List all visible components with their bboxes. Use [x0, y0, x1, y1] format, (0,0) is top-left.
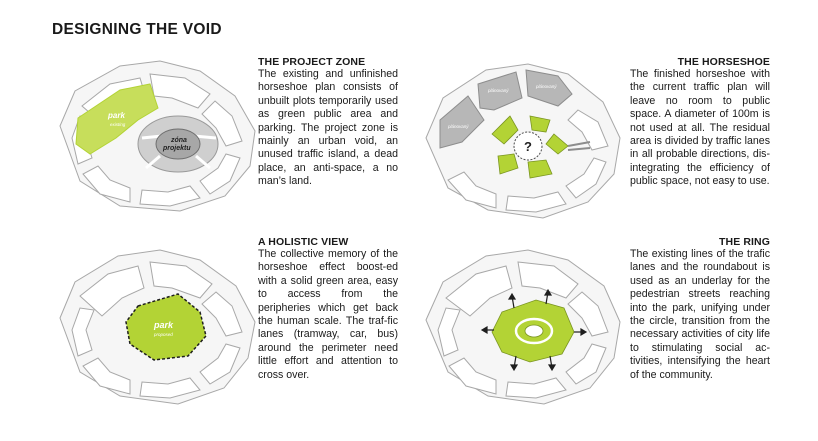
residual-green-5	[527, 159, 553, 179]
residual-green-2	[529, 115, 551, 133]
residual-green-3	[545, 133, 569, 155]
residual-green-1	[491, 115, 519, 145]
park-label: park	[107, 111, 125, 120]
project-zone-text: The existing and unfinished horseshoe pl…	[258, 68, 398, 188]
holistic-diagram: park proposed	[59, 249, 256, 405]
planned-label-2: plánovaný	[487, 88, 509, 93]
ring-diagram	[425, 249, 621, 405]
project-zone-heading: THE PROJECT ZONE	[258, 56, 366, 68]
ring-heading: THE RING	[719, 236, 770, 248]
project-zone-core	[155, 128, 201, 160]
planned-building-3	[525, 69, 573, 107]
existing-park-area	[75, 83, 159, 155]
proposed-park-area	[125, 293, 207, 361]
unused-circle	[513, 131, 543, 161]
horseshoe-heading: THE HORSESHOE	[677, 56, 770, 68]
project-zone-diagram: park existing zóna projektu	[59, 60, 256, 212]
holistic-heading: A HOLISTIC VIEW	[258, 236, 349, 248]
planned-building-2	[477, 71, 523, 111]
park-sub-label: existing	[110, 122, 126, 127]
horseshoe-diagram: plánovaný plánovaný plánovaný ?	[425, 63, 621, 219]
question-mark: ?	[524, 139, 532, 154]
planned-label-1: plánovaný	[447, 124, 469, 129]
zone-label-line2: projektu	[162, 145, 191, 152]
page-title: DESIGNING THE VOID	[52, 21, 222, 38]
planned-building-1	[439, 95, 485, 149]
park-sub-label: proposed	[153, 332, 173, 337]
park-label: park	[153, 320, 174, 330]
holistic-text: The collective memory of the horseshoe e…	[258, 248, 398, 381]
zone-label-line1: zóna	[170, 137, 187, 144]
horseshoe-text: The finished horseshoe with the current …	[630, 68, 770, 188]
planned-label-3: plánovaný	[535, 84, 557, 89]
ring-text: The existing lines of the trafic lanes a…	[630, 248, 770, 381]
residual-green-4	[497, 153, 519, 175]
